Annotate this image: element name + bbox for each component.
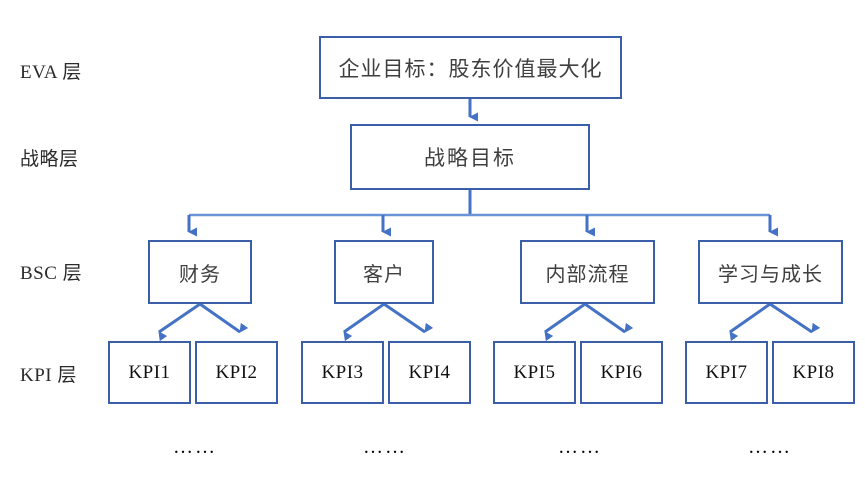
node-kpi-3[interactable]: KPI3 — [301, 341, 384, 404]
layer-label-strategy: 战略层 — [20, 149, 79, 170]
ellipsis-finance: …… — [173, 436, 217, 458]
node-bsc-learning-growth[interactable]: 学习与成长 — [698, 240, 843, 304]
node-kpi-5[interactable]: KPI5 — [493, 341, 576, 404]
ellipsis-learning-growth: …… — [748, 436, 792, 458]
connector-strategy-to-bus — [189, 190, 770, 217]
node-bsc-customer[interactable]: 客户 — [334, 240, 434, 304]
node-kpi-1[interactable]: KPI1 — [108, 341, 191, 404]
node-enterprise-goal[interactable]: 企业目标：股东价值最大化 — [319, 36, 622, 99]
ellipsis-customer: …… — [363, 436, 407, 458]
connector-process-to-kpi5 — [544, 302, 586, 342]
connector-learning-to-kpi7 — [729, 302, 771, 342]
node-kpi-7[interactable]: KPI7 — [685, 341, 768, 404]
node-kpi-2[interactable]: KPI2 — [195, 341, 278, 404]
connector-process-to-kpi6 — [584, 302, 634, 334]
node-bsc-internal-process[interactable]: 内部流程 — [520, 240, 655, 304]
connector-customer-to-kpi4 — [383, 302, 434, 334]
connector-finance-to-kpi2 — [199, 302, 249, 334]
ellipsis-internal-process: …… — [558, 436, 602, 458]
layer-label-bsc: BSC 层 — [20, 263, 83, 284]
node-kpi-8[interactable]: KPI8 — [772, 341, 855, 404]
node-strategic-goal[interactable]: 战略目标 — [350, 124, 590, 190]
connector-finance-to-kpi1 — [158, 302, 201, 342]
connector-learning-to-kpi8 — [769, 302, 821, 334]
node-bsc-finance[interactable]: 财务 — [148, 240, 252, 304]
node-kpi-6[interactable]: KPI6 — [580, 341, 663, 404]
layer-label-eva: EVA 层 — [20, 62, 82, 83]
node-kpi-4[interactable]: KPI4 — [388, 341, 471, 404]
connector-customer-to-kpi3 — [343, 302, 385, 342]
layer-label-kpi: KPI 层 — [20, 365, 77, 386]
